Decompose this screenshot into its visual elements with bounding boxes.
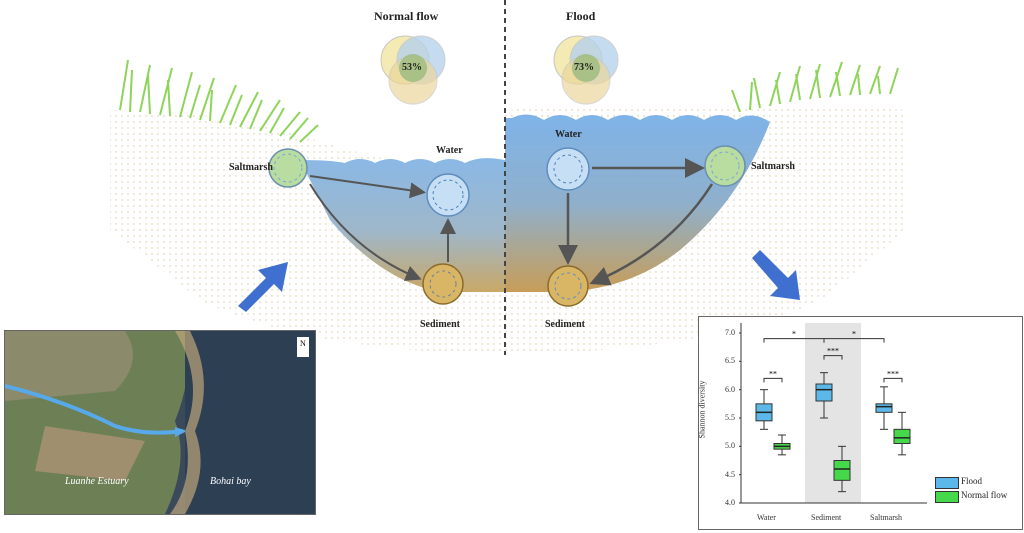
sediment-highlight (805, 323, 861, 503)
y-tick-label: 7.0 (725, 328, 735, 337)
transfer-arrows-flood (558, 158, 714, 286)
venn-flood (553, 35, 619, 105)
flood-title: Flood (566, 9, 596, 23)
y-axis-label: Shannon diversity (697, 380, 707, 439)
box-normal-flow-sediment (833, 445, 851, 493)
boxplot-chart: ********** (739, 323, 927, 504)
y-tick-label: 5.5 (725, 413, 735, 422)
legend-flood: Flood (961, 476, 983, 486)
sediment-microbe-circle-right (547, 265, 589, 307)
sediment-label-right: Sediment (545, 319, 585, 330)
significance-label: ** (769, 369, 777, 378)
sediment-microbe-circle-left (422, 263, 464, 305)
cat-label-sediment: Sediment (811, 513, 842, 522)
normal-flow-title: Normal flow (374, 9, 439, 23)
y-tick-label: 6.0 (725, 384, 735, 394)
map-image (5, 331, 315, 514)
saltmarsh-microbe-circle-right (704, 145, 746, 187)
legend-swatch-normal (935, 491, 959, 503)
cat-label-saltmarsh: Saltmarsh (870, 513, 902, 522)
y-tick-label: 4.0 (725, 498, 735, 507)
significance-bracket (823, 338, 885, 343)
big-arrow-down-right (752, 250, 800, 300)
significance-label: *** (887, 369, 899, 378)
significance-bracket (763, 377, 783, 383)
box-normal-flow-saltmarsh (893, 411, 911, 456)
significance-label: *** (827, 347, 839, 356)
saltmarsh-label-right: Saltmarsh (751, 161, 795, 172)
box-flood-water (755, 389, 773, 430)
y-tick-label: 5.0 (725, 441, 735, 451)
legend-normal-flow: Normal flow (961, 490, 1008, 500)
y-tick-label: 6.5 (725, 356, 735, 366)
significance-label: * (852, 330, 856, 339)
saltmarsh-label-left: Saltmarsh (229, 162, 273, 173)
saltmarsh-grass-left (119, 59, 319, 143)
saltmarsh-microbe-circle-left (268, 148, 308, 188)
cat-label-water: Water (757, 513, 776, 522)
significance-bracket (823, 355, 843, 360)
significance-bracket (883, 377, 903, 383)
transfer-arrows-normal (309, 175, 456, 281)
venn-flood-pct: 73% (574, 62, 594, 73)
y-tick-label: 4.5 (725, 469, 735, 479)
water-microbe-circle-right (546, 147, 590, 191)
water-label-right: Water (555, 129, 582, 140)
map-bay-label: Bohai bay (210, 476, 251, 487)
box-flood-saltmarsh (875, 386, 893, 430)
legend-swatch-flood (935, 477, 959, 489)
box-flood-sediment (815, 372, 833, 419)
satellite-map: Luanhe Estuary Bohai bay N (4, 330, 316, 515)
water-label-left: Water (436, 145, 463, 156)
venn-normal-pct: 53% (402, 62, 422, 73)
sediment-label-left: Sediment (420, 319, 460, 330)
map-north-arrow: N (300, 339, 306, 348)
significance-label: * (792, 330, 796, 339)
map-estuary-label: Luanhe Estuary (65, 476, 129, 487)
water-microbe-circle-left (426, 173, 470, 217)
venn-normal-flow (380, 35, 446, 105)
big-arrow-up-left (238, 262, 288, 312)
saltmarsh-grass-right (731, 61, 899, 113)
box-normal-flow-water (773, 434, 791, 456)
